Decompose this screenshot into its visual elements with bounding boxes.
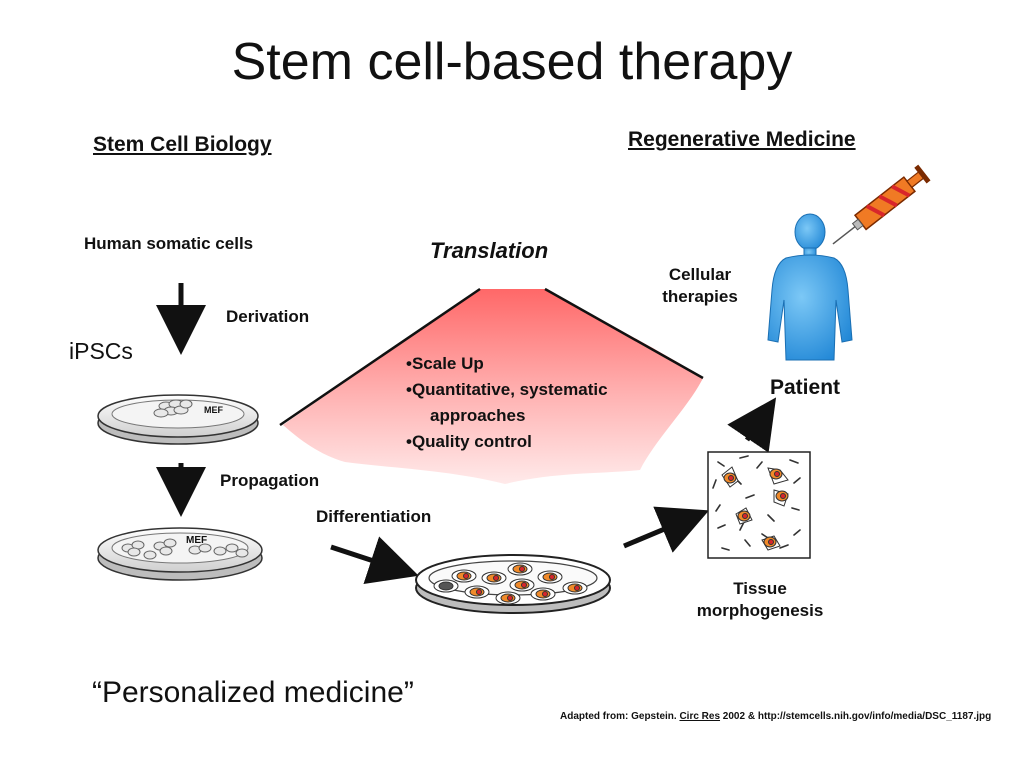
- patient-figure: [767, 213, 853, 361]
- label-derivation: Derivation: [226, 307, 310, 326]
- header-regenerative-medicine: Regenerative Medicine: [628, 128, 856, 151]
- label-human-somatic-cells: Human somatic cells: [84, 234, 254, 253]
- header-stem-cell-biology: Stem Cell Biology: [93, 133, 272, 156]
- petri-dish-propagation: [97, 527, 263, 581]
- citation: Adapted from: Gepstein. Circ Res 2002 & …: [560, 711, 991, 722]
- label-propagation: Propagation: [220, 471, 320, 490]
- citation-journal: Circ Res: [679, 711, 721, 722]
- cellular-line-1: Cellular: [668, 265, 732, 284]
- translation-cone: [283, 289, 703, 484]
- label-differentiation: Differentiation: [316, 507, 432, 526]
- tissue-panel: [707, 451, 811, 559]
- differentiation-arrow: [330, 536, 419, 584]
- point-approaches: approaches: [430, 406, 526, 425]
- tissue-line-1: Tissue: [733, 579, 787, 598]
- patient-arrow: [727, 397, 777, 453]
- point-quantitative: •Quantitative, systematic: [406, 380, 608, 399]
- petri-dish-differentiated: [415, 554, 611, 614]
- citation-suffix: 2002 & http://stemcells.nih.gov/info/med…: [720, 711, 992, 722]
- translation-points: •Scale Up •Quantitative, systematic appr…: [406, 351, 608, 455]
- cone-left-edge: [279, 287, 481, 427]
- tissue-line-2: morphogenesis: [696, 601, 824, 620]
- label-mef-2: MEF: [186, 535, 208, 546]
- cellular-line-2: therapies: [662, 287, 738, 306]
- label-translation: Translation: [430, 238, 549, 263]
- label-mef-1: MEF: [204, 405, 223, 415]
- label-patient: Patient: [770, 376, 841, 399]
- tissue-arrow: [623, 506, 710, 553]
- label-cellular-therapies: Cellular therapies: [650, 264, 750, 308]
- personalized-medicine-quote: “Personalized medicine”: [92, 676, 414, 709]
- citation-prefix: Adapted from: Gepstein.: [560, 711, 680, 722]
- cone-right-edge: [544, 287, 704, 380]
- label-ipscs: iPSCs: [69, 338, 133, 364]
- point-scale-up: •Scale Up: [406, 354, 484, 373]
- label-tissue-morphogenesis: Tissue morphogenesis: [680, 578, 840, 622]
- page-title: Stem cell-based therapy: [231, 33, 793, 91]
- point-quality-control: •Quality control: [406, 432, 532, 451]
- syringe-icon: [832, 164, 931, 245]
- petri-dish-ipsc: [97, 394, 259, 445]
